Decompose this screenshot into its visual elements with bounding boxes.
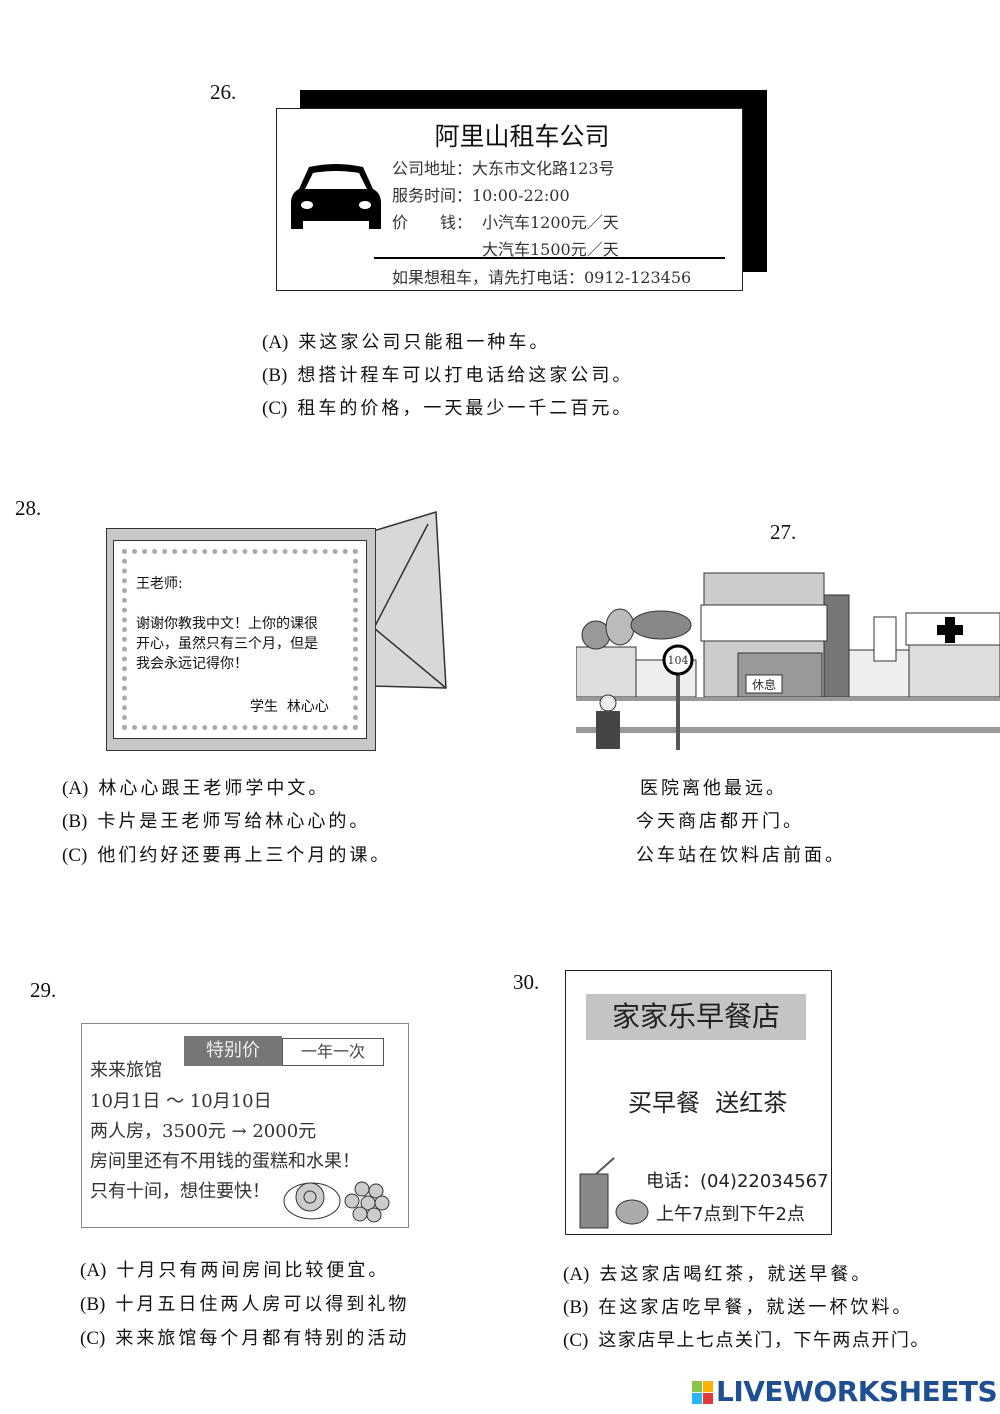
street-scene-illustration: 休息 104 — [576, 572, 1000, 750]
hotel-ad-card: 特别价 一年一次 来来旅馆 10月1日 ～ 10月10日 两人房，3500元 →… — [81, 1023, 409, 1228]
option-text: 今天商店都开门。 — [636, 811, 804, 832]
option-text: 十月五日住两人房可以得到礼物 — [115, 1294, 410, 1315]
option-label: (A) — [62, 778, 89, 799]
option-text: 公车站在饮料店前面。 — [636, 845, 846, 866]
option-label: (C) — [80, 1328, 106, 1349]
option-text: 林心心跟王老师学中文。 — [98, 778, 330, 799]
car-icon — [291, 164, 381, 229]
option-text: 这家店早上七点关门，下午两点开门。 — [598, 1330, 930, 1351]
hotel-dates: 10月1日 ～ 10月10日 — [90, 1091, 272, 1112]
floral-border — [122, 549, 358, 730]
option-text: 租车的价格，一天最少一千二百元。 — [297, 398, 634, 419]
option-26-a[interactable]: (A) 来这家公司只能租一种车。 — [262, 328, 550, 354]
hotel-name: 来来旅馆 — [90, 1060, 162, 1081]
card-hours: 服务时间：10:00-22:00 — [392, 186, 570, 205]
question-number-28: 28. — [15, 496, 42, 520]
option-text: 卡片是王老师写给林心心的。 — [97, 811, 371, 832]
option-label: (B) — [262, 365, 288, 386]
option-26-c[interactable]: (C) 租车的价格，一天最少一千二百元。 — [262, 394, 633, 420]
breakfast-shop-ad: 家家乐早餐店 买早餐 送红茶 电话：(04)22034567 上午7点到下午2点 — [565, 970, 832, 1235]
option-text: 他们约好还要再上三个月的课。 — [97, 845, 392, 866]
logo-text: LIVEWORKSHEETS — [716, 1375, 998, 1408]
option-label: (A) — [262, 332, 289, 353]
card-greeting: 王老师: — [136, 576, 183, 592]
option-text: 来这家公司只能租一种车。 — [298, 332, 551, 353]
promo-text: 买早餐 送红茶 — [628, 1089, 788, 1117]
option-label: (C) — [563, 1330, 589, 1351]
option-label: (B) — [80, 1294, 106, 1315]
option-27-3[interactable]: 公车站在饮料店前面。 — [636, 841, 846, 867]
option-text: 来来旅馆每个月都有特别的活动 — [115, 1328, 410, 1349]
card-body-3: 我会永远记得你！ — [136, 656, 248, 672]
option-text: 十月只有两间房间比较便宜。 — [116, 1260, 390, 1281]
hotel-room-price: 两人房，3500元 → 2000元 — [90, 1121, 317, 1142]
option-30-c[interactable]: (C) 这家店早上七点关门，下午两点开门。 — [563, 1326, 930, 1352]
option-28-a[interactable]: (A) 林心心跟王老师学中文。 — [62, 774, 329, 800]
option-27-2[interactable]: 今天商店都开门。 — [636, 807, 804, 833]
card-signature: 学生 林心心 — [250, 699, 329, 715]
thank-you-card: 王老师: 谢谢你教我中文！上你的课很 开心，虽然只有三个月，但是 我会永远记得你… — [106, 528, 376, 751]
special-price-badge: 特别价 — [184, 1036, 282, 1066]
question-number-26: 26. — [210, 80, 237, 104]
option-label: (C) — [62, 845, 88, 866]
card-price-label: 价 钱： — [392, 213, 473, 232]
divider — [374, 257, 725, 259]
option-28-c[interactable]: (C) 他们约好还要再上三个月的课。 — [62, 841, 391, 867]
option-26-b[interactable]: (B) 想搭计程车可以打电话给这家公司。 — [262, 361, 633, 387]
hotel-extras: 房间里还有不用钱的蛋糕和水果！ — [90, 1151, 360, 1172]
option-text: 去这家店喝红茶，就送早餐。 — [599, 1264, 873, 1285]
option-label: (C) — [262, 398, 288, 419]
option-label: (B) — [62, 811, 88, 832]
option-28-b[interactable]: (B) 卡片是王老师写给林心心的。 — [62, 807, 370, 833]
option-label: (A) — [563, 1264, 590, 1285]
drink-and-burger-icon — [579, 1157, 649, 1229]
rental-company-card: 阿里山租车公司 公司地址：大东市文化路123号 服务时间：10:00-22:00… — [276, 108, 743, 291]
option-label: (A) — [80, 1260, 107, 1281]
option-30-a[interactable]: (A) 去这家店喝红茶，就送早餐。 — [563, 1260, 872, 1286]
option-text: 想搭计程车可以打电话给这家公司。 — [297, 365, 634, 386]
hotel-limit: 只有十间，想住要快！ — [90, 1181, 270, 1202]
option-29-a[interactable]: (A) 十月只有两间房间比较便宜。 — [80, 1256, 389, 1282]
option-29-c[interactable]: (C) 来来旅馆每个月都有特别的活动 — [80, 1324, 409, 1350]
shop-hours: 上午7点到下午2点 — [656, 1204, 805, 1225]
option-text: 医院离他最远。 — [640, 778, 787, 799]
card-footer: 如果想租车，请先打电话：0912-123456 — [392, 268, 692, 287]
bus-stop-number: 104 — [668, 654, 689, 667]
card-body-2: 开心，虽然只有三个月，但是 — [136, 636, 318, 652]
option-label: (B) — [563, 1297, 589, 1318]
option-30-b[interactable]: (B) 在这家店吃早餐，就送一杯饮料。 — [563, 1293, 913, 1319]
cake-and-grapes-icon — [283, 1181, 390, 1223]
card-address: 公司地址：大东市文化路123号 — [392, 159, 615, 178]
shop-sign-text: 休息 — [752, 677, 776, 692]
logo-icon — [692, 1380, 713, 1404]
card-inner: 王老师: 谢谢你教我中文！上你的课很 开心，虽然只有三个月，但是 我会永远记得你… — [113, 540, 367, 739]
liveworksheets-logo[interactable]: LIVEWORKSHEETS — [692, 1375, 998, 1408]
card-price-small: 小汽车1200元／天 — [482, 213, 619, 232]
shop-title: 家家乐早餐店 — [586, 994, 806, 1040]
card-price-large: 大汽车1500元／天 — [482, 240, 619, 259]
option-29-b[interactable]: (B) 十月五日住两人房可以得到礼物 — [80, 1290, 409, 1316]
card-title: 阿里山租车公司 — [434, 122, 610, 151]
shop-phone: 电话：(04)22034567 — [646, 1171, 829, 1192]
once-a-year-label: 一年一次 — [282, 1038, 384, 1066]
question-number-30: 30. — [513, 970, 540, 994]
option-text: 在这家店吃早餐，就送一杯饮料。 — [598, 1297, 914, 1318]
question-number-29: 29. — [30, 978, 57, 1002]
question-number-27: 27. — [770, 520, 797, 544]
option-27-1[interactable]: 医院离他最远。 — [640, 774, 787, 800]
card-body-1: 谢谢你教我中文！上你的课很 — [136, 616, 318, 632]
